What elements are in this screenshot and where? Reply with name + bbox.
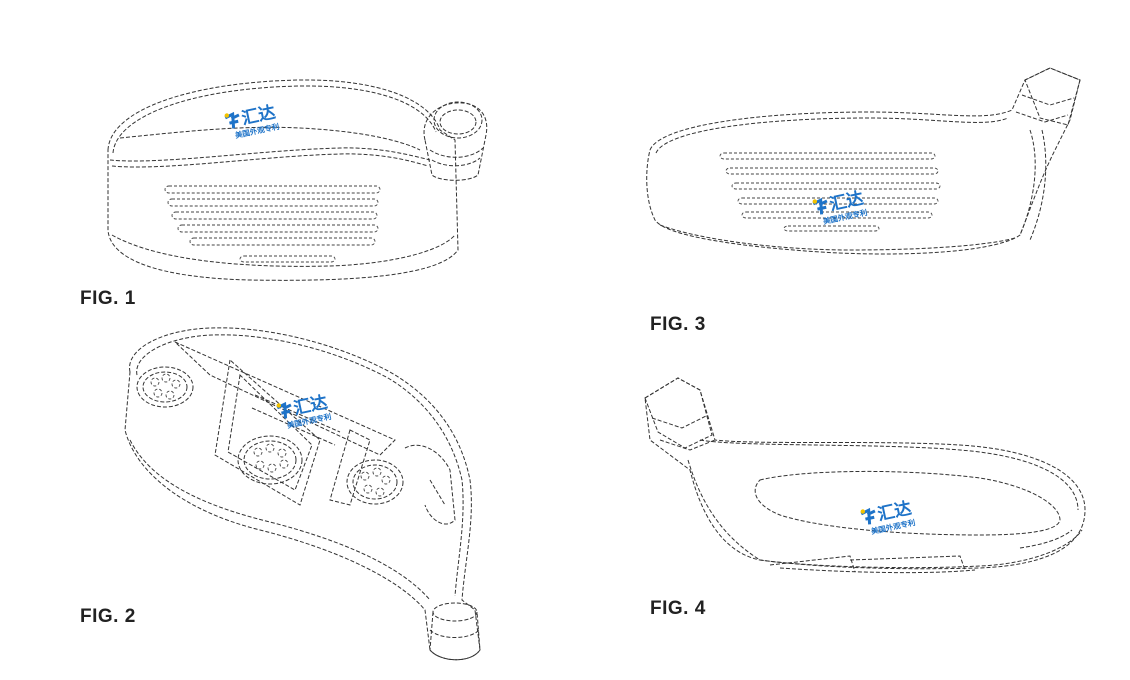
fig2-label: FIG. 2 <box>80 606 136 627</box>
fig4-club-head-rear-view <box>644 377 1086 574</box>
fig1-label: FIG. 1 <box>80 288 136 309</box>
watermark-fig1: 汇达 美国外观专利 <box>224 102 280 140</box>
fig2-club-head-sole-view <box>124 327 481 661</box>
fig1-club-head-front-view <box>107 79 488 281</box>
watermark-fig3: 汇达 美国外观专利 <box>812 188 868 226</box>
fig3-label: FIG. 3 <box>650 314 706 335</box>
fig4-label: FIG. 4 <box>650 598 706 619</box>
watermark-fig4: 汇达 美国外观专利 <box>860 498 916 536</box>
fig3-club-head-face-view <box>646 67 1081 255</box>
